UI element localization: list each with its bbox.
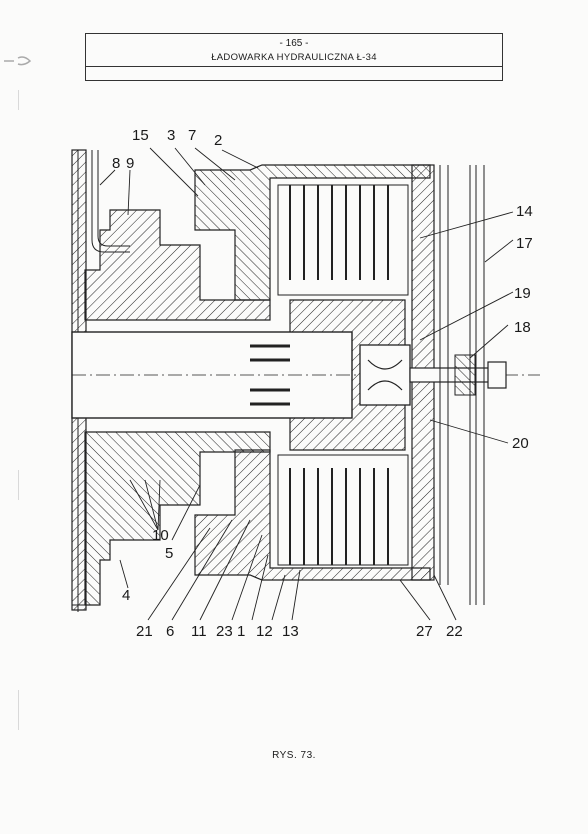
- callout-1: 1: [237, 623, 245, 640]
- callout-11: 11: [191, 623, 207, 640]
- technical-drawing: 15 3 7 2 8 9 14 17 19 18 20 10 5 4 21 6 …: [71, 127, 540, 640]
- callout-18: 18: [514, 319, 531, 336]
- callout-12: 12: [256, 623, 273, 640]
- callout-14: 14: [516, 203, 533, 220]
- callout-8: 8: [112, 155, 120, 172]
- margin-mark: [4, 56, 32, 66]
- callout-21: 21: [136, 623, 153, 640]
- callout-17: 17: [516, 235, 533, 252]
- page-number: - 165 -: [279, 38, 309, 49]
- callout-3: 3: [167, 127, 175, 144]
- scan-artifact: [18, 90, 19, 110]
- callout-6: 6: [166, 623, 174, 640]
- callout-23: 23: [216, 623, 233, 640]
- callout-27: 27: [416, 623, 433, 640]
- callout-labels: 15 3 7 2 8 9 14 17 19 18 20 10 5 4 21 6 …: [112, 127, 533, 640]
- document-title: ŁADOWARKA HYDRAULICZNA Ł-34: [211, 52, 377, 63]
- callout-9: 9: [126, 155, 134, 172]
- scan-artifact: [18, 470, 19, 500]
- callout-15: 15: [132, 127, 149, 144]
- callout-19: 19: [514, 285, 531, 302]
- figure-caption: RYS. 73.: [272, 750, 316, 761]
- page-header: - 165 - ŁADOWARKA HYDRAULICZNA Ł-34: [85, 33, 503, 81]
- callout-2: 2: [214, 132, 222, 149]
- oil-lines: [72, 150, 485, 606]
- callout-20: 20: [512, 435, 529, 452]
- callout-7: 7: [188, 127, 196, 144]
- callout-10: 10: [152, 527, 169, 544]
- callout-13: 13: [282, 623, 299, 640]
- leader-lines: [99, 147, 514, 621]
- scan-artifact: [18, 690, 19, 730]
- callout-5: 5: [165, 545, 173, 562]
- header-divider: [86, 66, 502, 67]
- callout-22: 22: [446, 623, 463, 640]
- hub-and-shaft: [71, 299, 540, 451]
- callout-4: 4: [122, 587, 130, 604]
- clutch-plate-pack: [277, 184, 409, 566]
